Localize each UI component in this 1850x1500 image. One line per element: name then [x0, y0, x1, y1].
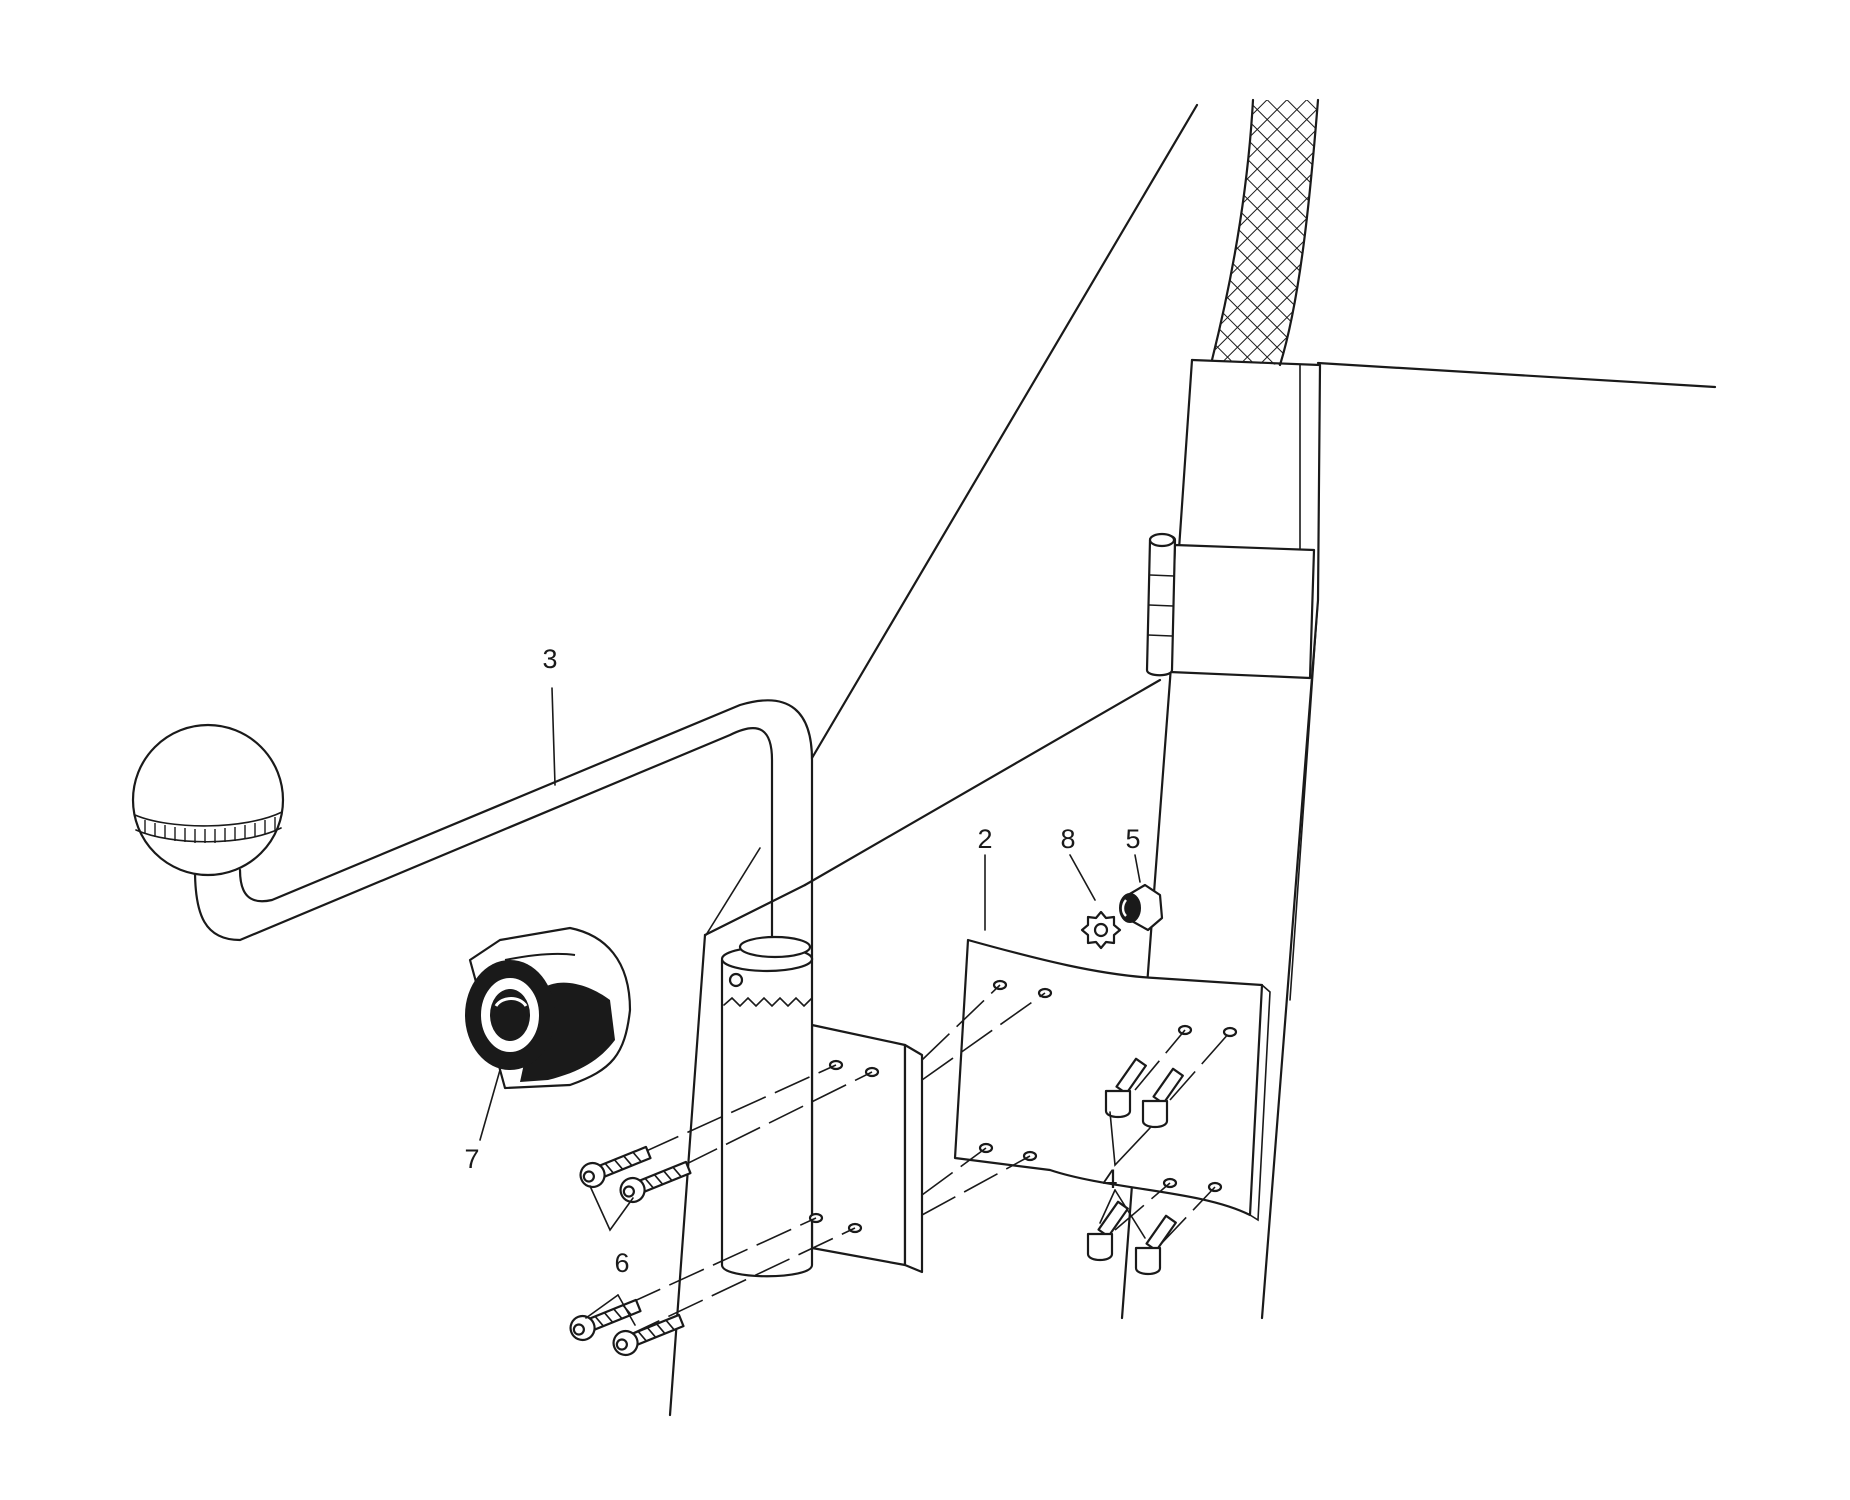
callout-5: 5	[1125, 824, 1140, 854]
bolt-set-4-icon	[1086, 1057, 1184, 1276]
callout-8: 8	[1060, 824, 1075, 854]
screw-set-6-icon	[569, 1145, 692, 1357]
callout-4: 4	[1102, 1164, 1117, 1194]
toothed-lock-washer-icon	[1080, 910, 1122, 950]
alignment-lines	[581, 984, 1231, 1338]
callout-labels: 3 2 8 5 7 6 4	[464, 644, 1140, 1278]
gear-lever-icon	[131, 699, 814, 962]
callout-7: 7	[464, 1144, 479, 1174]
hex-nut-icon	[1119, 883, 1164, 932]
door-hinge-icon	[1145, 532, 1316, 680]
callout-3: 3	[542, 644, 557, 674]
mounting-bracket-icon	[720, 935, 924, 1278]
leader-lines	[479, 687, 1151, 1326]
mounting-plate-icon	[953, 938, 1271, 1222]
callout-2: 2	[977, 824, 992, 854]
knurled-knob-icon	[465, 926, 632, 1090]
callout-6: 6	[614, 1248, 629, 1278]
